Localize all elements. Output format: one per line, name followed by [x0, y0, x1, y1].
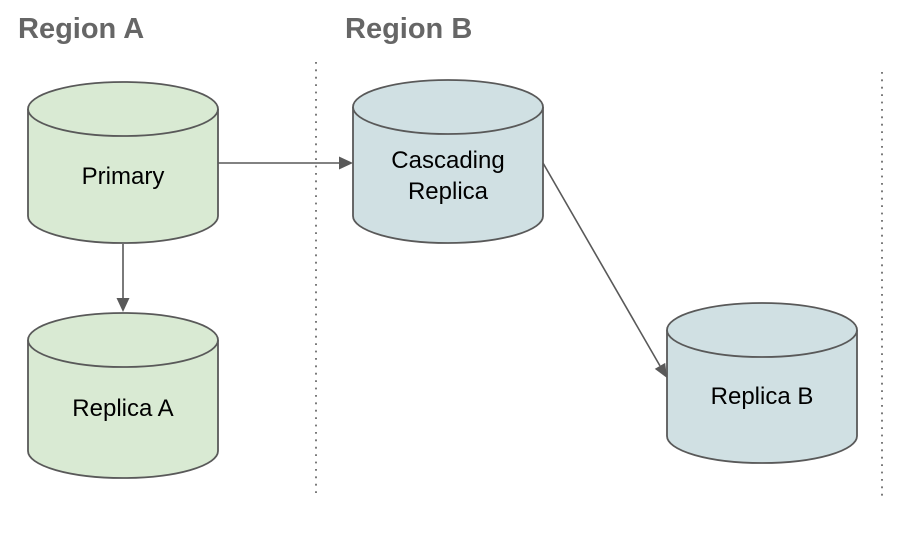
replica-a-db-cylinder-body: [27, 340, 219, 479]
primary-db-cylinder-top: [27, 81, 219, 137]
arrowhead-icon: [116, 298, 130, 312]
replica-b-node-label: Replica B: [710, 383, 814, 410]
region-a-label: Region A: [18, 13, 145, 45]
replica-b-db-cylinder-body: [666, 330, 858, 464]
primary-db-cylinder-body: [27, 109, 219, 244]
cascading-replica-db-cylinder-body: [352, 107, 544, 244]
arrowhead-icon: [339, 156, 353, 170]
region-b-label: Region B: [345, 13, 473, 45]
arrow-cascading-replica-to-replica-b: [542, 162, 667, 378]
arrow-shaft: [542, 162, 661, 367]
cascading-replica-db-cylinder-top: [352, 79, 544, 135]
replica-b-db-cylinder-top: [666, 302, 858, 358]
replica-a-node-label: Replica A: [72, 395, 174, 422]
cascading-replica-db-cylinder: [352, 79, 544, 244]
replica-a-db-cylinder: [27, 312, 219, 479]
replica-b-db-cylinder: [666, 302, 858, 464]
cascading-replica-node-label: Cascading Replica: [391, 147, 505, 205]
primary-node-label: Primary: [81, 163, 165, 190]
primary-db-cylinder: [27, 81, 219, 244]
replica-a-db-cylinder-top: [27, 312, 219, 368]
arrow-primary-to-replica-a: [116, 244, 130, 312]
arrow-primary-to-cascading-replica: [218, 156, 353, 170]
arrowhead-icon: [654, 362, 667, 378]
